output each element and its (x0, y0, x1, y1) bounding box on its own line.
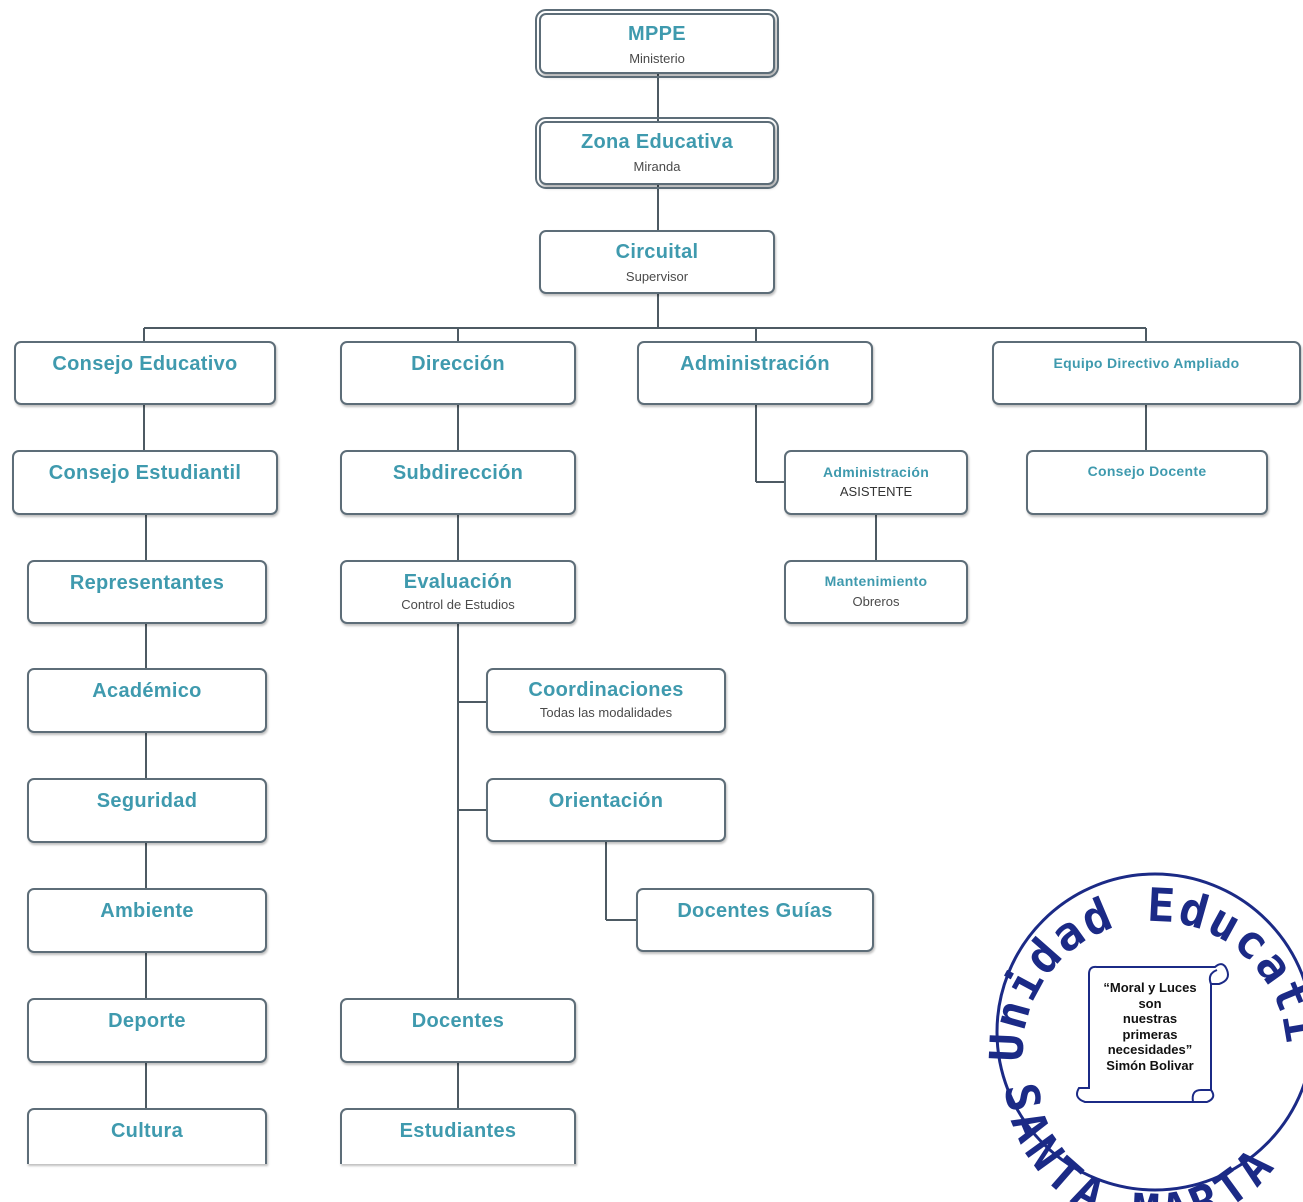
node-admin-asistente-subtitle: ASISTENTE (839, 484, 913, 499)
node-equipo-directivo-title: Equipo Directivo Ampliado (1053, 355, 1240, 371)
node-direccion-title: Dirección (411, 353, 505, 375)
node-consejo-educativo-title: Consejo Educativo (52, 353, 238, 375)
node-docentes: Docentes (340, 998, 576, 1063)
node-mantenimiento: Mantenimiento Obreros (784, 560, 968, 624)
node-consejo-estudiantil: Consejo Estudiantil (12, 450, 278, 515)
node-administracion: Administración (637, 341, 873, 405)
node-circuital: Circuital Supervisor (539, 230, 775, 294)
seal-motto-line: nuestras (1122, 1011, 1178, 1026)
seal-motto-line: son (1138, 995, 1162, 1011)
node-orientacion-title: Orientación (548, 790, 664, 812)
connector-lines (143, 74, 1147, 1108)
node-seguridad-title: Seguridad (96, 790, 198, 812)
node-deporte-title: Deporte (108, 1010, 186, 1032)
node-direccion: Dirección (340, 341, 576, 405)
node-subdireccion: Subdirección (340, 450, 576, 515)
node-consejo-educativo: Consejo Educativo (14, 341, 276, 405)
node-zona-title: Zona Educativa (580, 131, 733, 153)
node-evaluacion-subtitle: Control de Estudios (401, 597, 515, 612)
node-academico-title: Académico (92, 680, 202, 702)
school-seal-stamp: Unidad Educativa SANTA MARTA (985, 862, 1303, 1202)
node-representantes: Representantes (27, 560, 267, 624)
node-circuital-subtitle: Supervisor (625, 269, 689, 284)
node-subdireccion-title: Subdirección (392, 462, 524, 484)
node-mppe-title: MPPE (628, 23, 686, 45)
seal-motto-line: necesidades” (1107, 1042, 1193, 1057)
node-academico: Académico (27, 668, 267, 733)
seal-motto-line: primeras (1122, 1026, 1178, 1042)
node-equipo-directivo: Equipo Directivo Ampliado (992, 341, 1301, 405)
node-docentes-guias: Docentes Guías (636, 888, 874, 952)
node-consejo-estudiantil-title: Consejo Estudiantil (48, 462, 242, 484)
node-ambiente: Ambiente (27, 888, 267, 953)
node-coordinaciones-title: Coordinaciones (528, 679, 684, 701)
node-consejo-docente-title: Consejo Docente (1087, 463, 1207, 479)
node-deporte: Deporte (27, 998, 267, 1063)
node-orientacion: Orientación (486, 778, 726, 842)
node-mantenimiento-subtitle: Obreros (852, 594, 900, 609)
node-zona-subtitle: Miranda (633, 159, 681, 174)
node-zona-educativa: Zona Educativa Miranda (535, 117, 779, 189)
node-estudiantes-title: Estudiantes (399, 1120, 517, 1142)
node-evaluacion-title: Evaluación (403, 571, 513, 593)
node-admin-asistente-title: Administración (822, 464, 930, 480)
node-seguridad: Seguridad (27, 778, 267, 843)
node-mppe: MPPE Ministerio (535, 9, 779, 78)
node-mantenimiento-title: Mantenimiento (824, 573, 928, 589)
node-consejo-docente: Consejo Docente (1026, 450, 1268, 515)
node-circuital-title: Circuital (615, 241, 699, 263)
node-docentes-guias-title: Docentes Guías (677, 900, 833, 922)
node-administracion-asistente: Administración ASISTENTE (784, 450, 968, 515)
seal-motto-line: Simón Bolivar (1106, 1057, 1194, 1073)
node-docentes-title: Docentes (411, 1010, 505, 1032)
node-cultura: Cultura (27, 1108, 267, 1164)
node-coordinaciones: Coordinaciones Todas las modalidades (486, 668, 726, 733)
node-evaluacion: Evaluación Control de Estudios (340, 560, 576, 624)
node-ambiente-title: Ambiente (100, 900, 194, 922)
node-administracion-title: Administración (680, 353, 830, 375)
node-cultura-title: Cultura (110, 1120, 184, 1142)
seal-motto: “Moral y Luces son nuestras primeras nec… (1085, 980, 1215, 1073)
seal-motto-line: “Moral y Luces (1103, 980, 1197, 995)
node-mppe-subtitle: Ministerio (629, 51, 685, 66)
node-estudiantes: Estudiantes (340, 1108, 576, 1164)
node-coordinaciones-subtitle: Todas las modalidades (539, 705, 673, 720)
node-representantes-title: Representantes (69, 572, 225, 594)
